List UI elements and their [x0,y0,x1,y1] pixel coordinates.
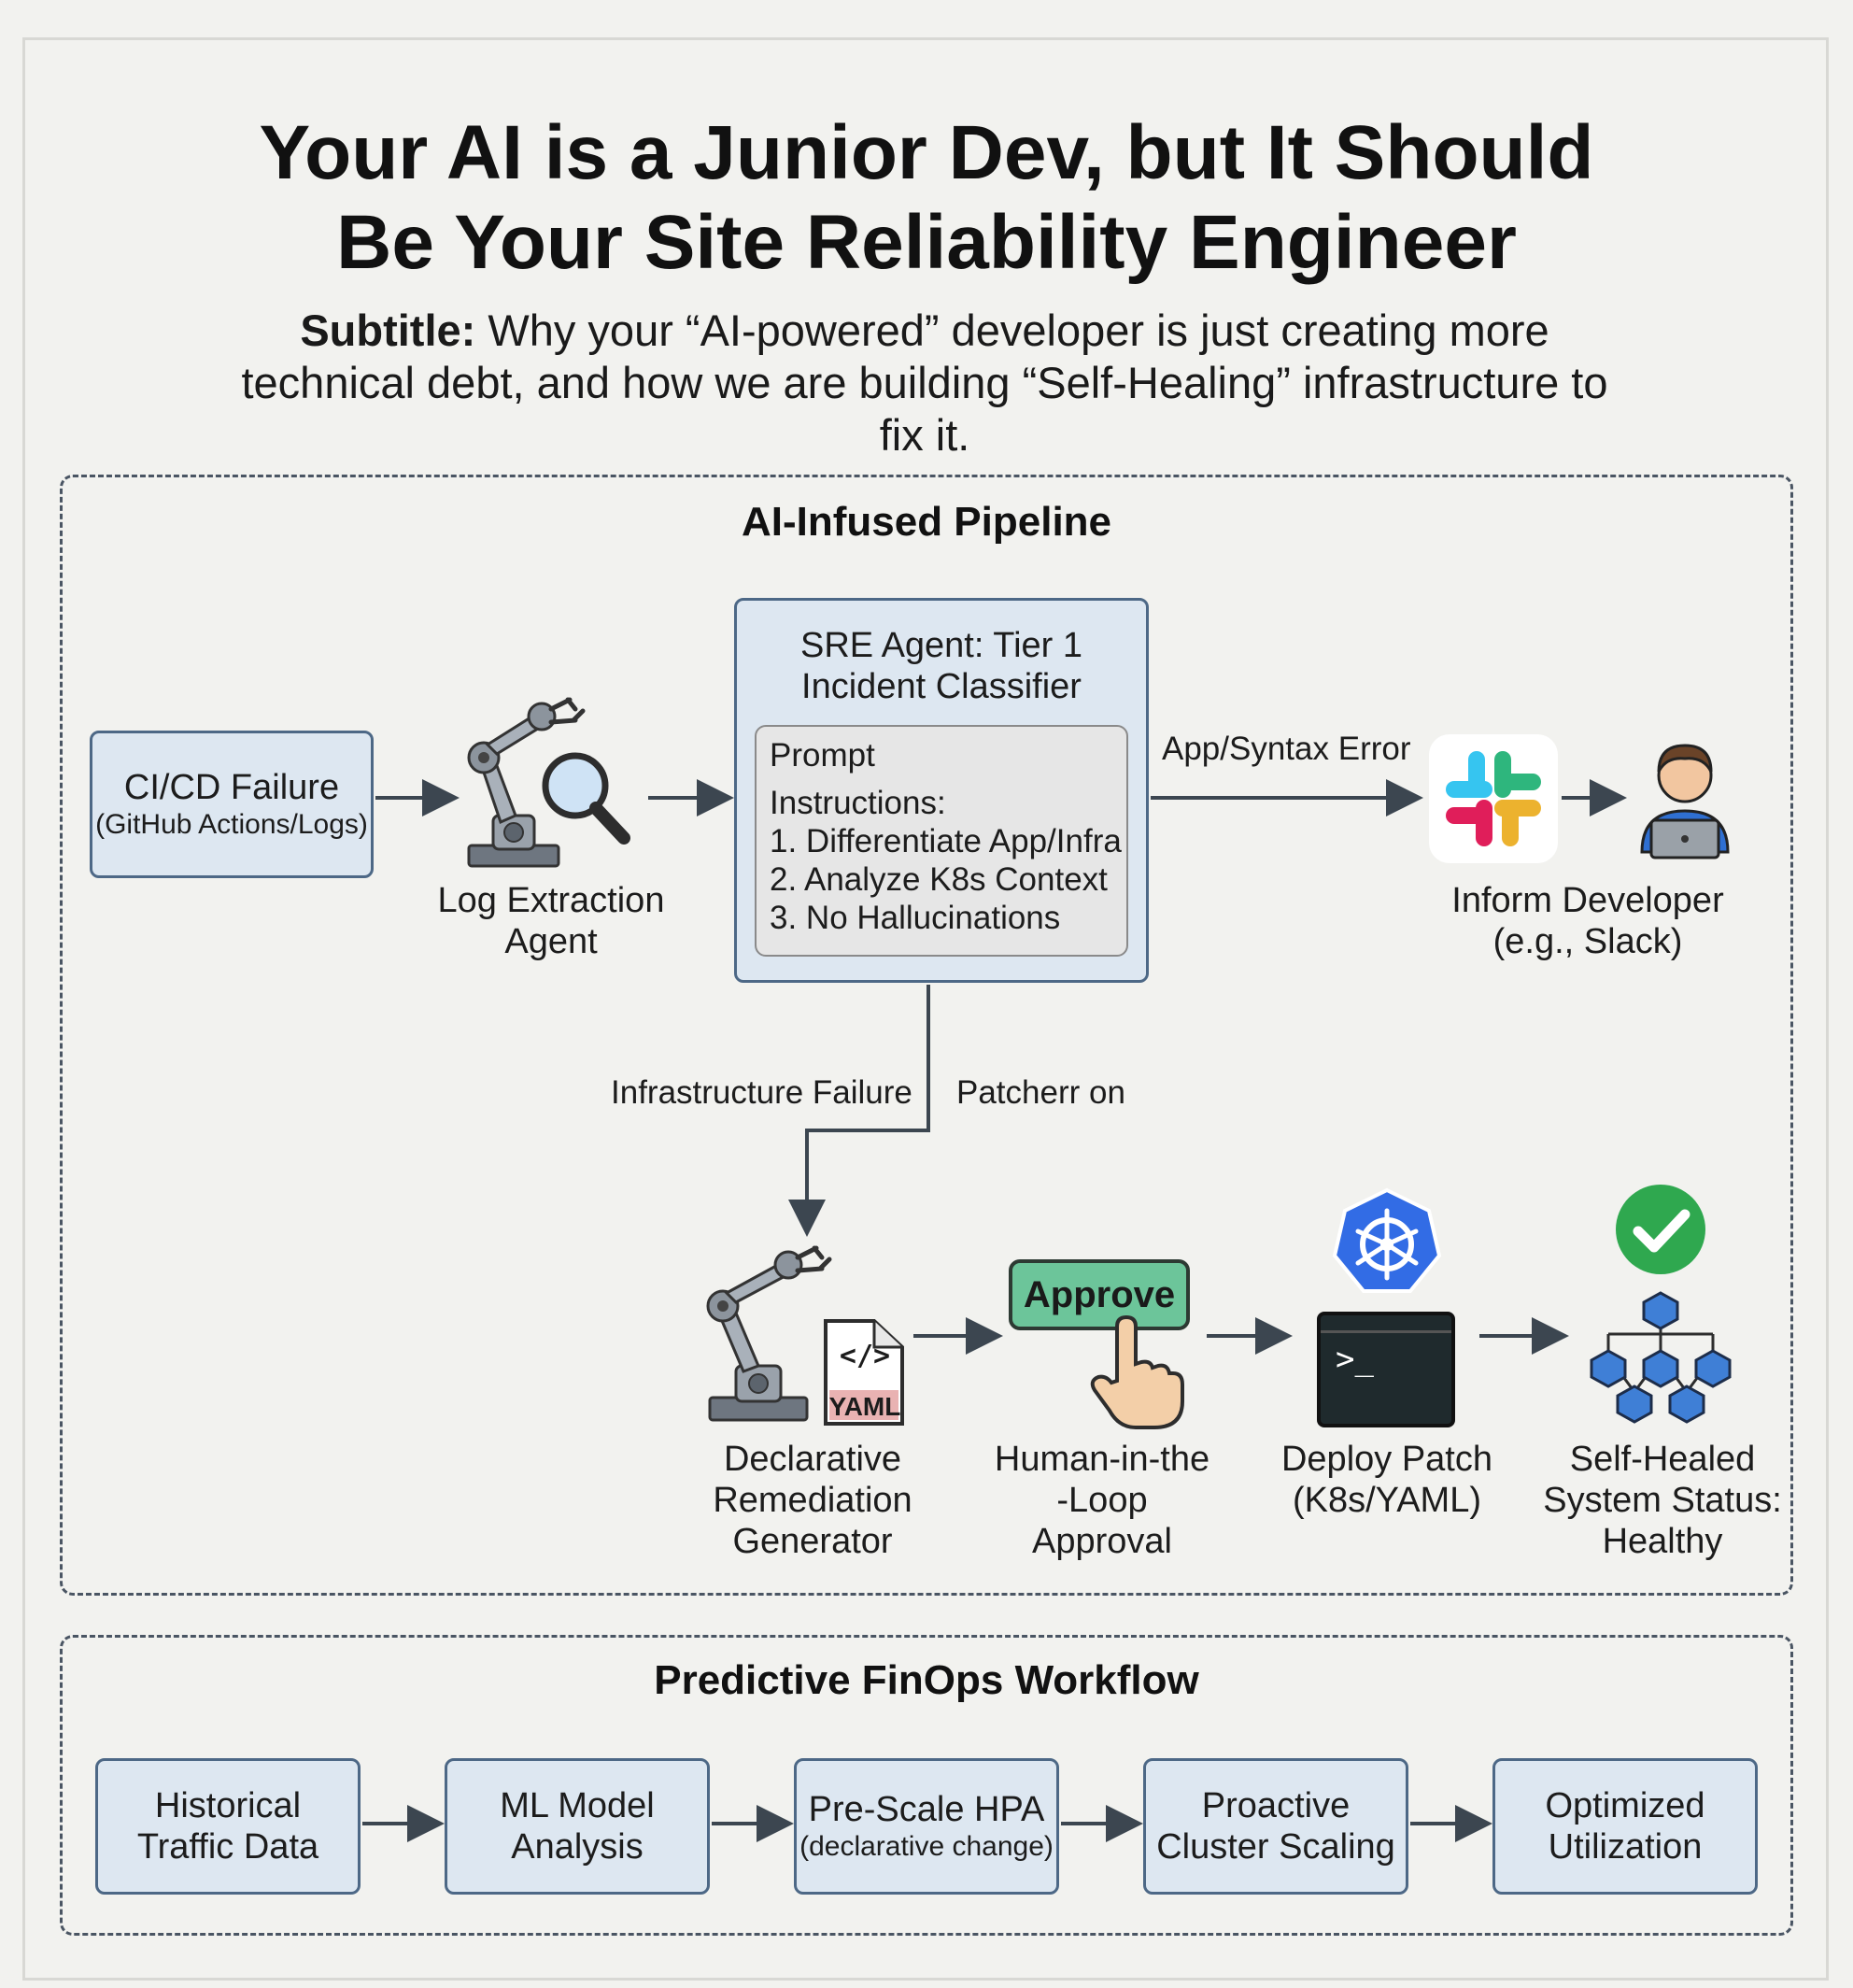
developer-laptop-icon [1640,744,1730,859]
yaml-tag: YAML [828,1392,901,1421]
title-line-2: Be Your Site Reliability Engineer [336,200,1517,285]
page-frame [22,37,1829,1981]
subtitle-text: Why your “AI-powered” developer is just … [241,305,1608,460]
approval-line-3: Approval [1032,1522,1172,1561]
prompt-title: Prompt [770,737,875,774]
log-agent-line-1: Log Extraction [437,881,665,920]
prompt-instructions-label: Instructions: [770,785,946,821]
finops-step-line-1: Optimized [1545,1786,1705,1825]
approval-line-1: Human-in-the [994,1440,1210,1479]
finops-step-line-1: Pre-Scale HPA [808,1790,1045,1829]
deploy-line-2: (K8s/YAML) [1292,1481,1481,1520]
remediation-line-1: Declarative [723,1440,902,1479]
cicd-label: CI/CD Failure [123,768,340,807]
kubernetes-icon [1332,1187,1442,1293]
deploy-line-1: Deploy Patch [1280,1440,1492,1479]
edge-label-patch: Patcherr on [956,1074,1125,1111]
healed-line-1: Self-Healed [1569,1440,1756,1479]
healed-line-3: Healthy [1602,1522,1723,1561]
inform-line-2: (e.g., Slack) [1492,922,1683,961]
cube-network-icon [1590,1291,1732,1424]
cicd-failure-node: CI/CD Failure (GitHub Actions/Logs) [90,731,374,878]
pipeline-title: AI-Infused Pipeline [741,499,1112,545]
cicd-sublabel: (GitHub Actions/Logs) [95,809,368,840]
remediation-line-2: Remediation [713,1481,912,1520]
log-agent-label: Log Extraction Agent [411,880,691,962]
subtitle-prefix: Subtitle: [300,305,476,355]
prompt-instruction: 2. Analyze K8s Context [770,861,1108,898]
finops-step-line-1: Historical [154,1786,302,1825]
code-glyph: </> [839,1340,891,1372]
finops-step-line-2: (declarative change) [799,1831,1054,1862]
robot-arm-magnifier-icon [467,697,630,868]
prompt-panel: Prompt Instructions: 1. Differentiate Ap… [755,725,1128,957]
approval-label: Human-in-the -Loop Approval [962,1439,1242,1562]
inform-line-1: Inform Developer [1451,881,1724,920]
sre-title-line-2: Incident Classifier [801,667,1082,706]
edge-label-app-error: App/Syntax Error [1162,731,1411,767]
edge-label-infra-failure: Infrastructure Failure [611,1074,912,1111]
page-subtitle: Subtitle: Why your “AI-powered” develope… [224,305,1625,462]
title-line-1: Your AI is a Junior Dev, but It Should [259,110,1594,195]
approve-button[interactable]: Approve [1009,1259,1190,1330]
finops-step-line-2: Cluster Scaling [1156,1827,1395,1867]
page-title: Your AI is a Junior Dev, but It Should B… [0,108,1853,288]
pipeline-section [60,475,1793,1596]
terminal-window-icon: >_ [1317,1312,1455,1427]
finops-step: Proactive Cluster Scaling [1143,1758,1408,1895]
remediation-label: Declarative Remediation Generator [672,1439,953,1562]
prompt-instruction: 3. No Hallucinations [770,900,1061,936]
finops-title: Predictive FinOps Workflow [654,1657,1199,1703]
finops-step-line-2: Utilization [1548,1827,1703,1867]
sre-title-line-1: SRE Agent: Tier 1 [799,626,1083,665]
slack-icon [1429,734,1558,863]
remediation-line-3: Generator [732,1522,893,1561]
finops-step: Pre-Scale HPA (declarative change) [794,1758,1059,1895]
prompt-instruction: 1. Differentiate App/Infra [770,823,1122,859]
finops-step-line-1: Proactive [1201,1786,1351,1825]
inform-developer-label: Inform Developer (e.g., Slack) [1438,880,1737,962]
finops-step: Historical Traffic Data [95,1758,361,1895]
healed-line-2: System Status: [1543,1481,1782,1520]
finops-step-line-2: Analysis [511,1827,644,1867]
check-circle-icon [1616,1185,1705,1274]
finops-step: ML Model Analysis [445,1758,710,1895]
terminal-prompt-glyph: >_ [1336,1341,1374,1378]
robot-arm-yaml-icon [706,1245,904,1426]
finops-section [60,1635,1793,1936]
approval-line-2: -Loop [1056,1481,1148,1520]
self-healed-label: Self-Healed System Status: Healthy [1522,1439,1803,1562]
log-agent-line-2: Agent [504,922,598,961]
finops-step: Optimized Utilization [1492,1758,1758,1895]
pointer-hand-icon [1090,1315,1184,1429]
finops-step-line-1: ML Model [500,1786,655,1825]
deploy-label: Deploy Patch (K8s/YAML) [1252,1439,1522,1521]
finops-step-line-2: Traffic Data [136,1827,319,1867]
